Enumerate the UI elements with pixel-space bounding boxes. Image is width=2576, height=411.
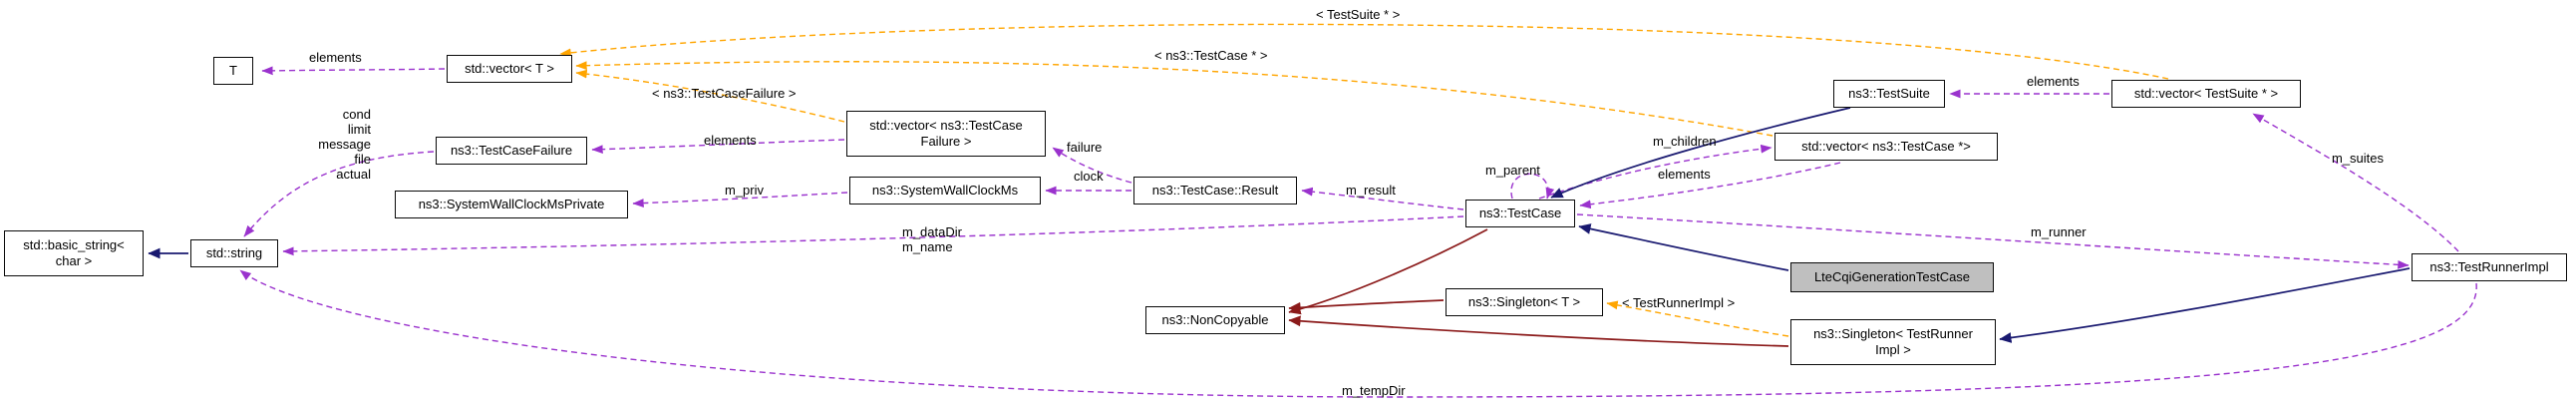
edge-elements-vector-t <box>261 66 446 76</box>
node-label: std::vector< ns3::TestCase <box>869 118 1023 134</box>
node-label: Failure > <box>920 134 972 149</box>
edge-template-testcase-ptr <box>575 61 1773 137</box>
node-label: ns3::TestSuite <box>1848 86 1930 102</box>
edge-label-m-suites: m_suites <box>2332 151 2385 166</box>
node-label: std::vector< T > <box>465 61 554 77</box>
edge-priv-inherit-singleton-t-noncopyable <box>1288 299 1445 313</box>
node-label: char > <box>55 253 93 268</box>
node-ns3-noncopyable[interactable]: ns3::NonCopyable <box>1145 306 1285 334</box>
edge-label-message: message <box>318 137 371 152</box>
edge-template-testsuite-ptr <box>559 23 2169 80</box>
edge-label-m-tempdir: m_tempDir <box>1342 383 1406 398</box>
edge-label-m-datadir: m_dataDir <box>902 224 962 239</box>
node-ns3-testcase-result[interactable]: ns3::TestCase::Result <box>1133 177 1297 205</box>
node-label: ns3::TestCase::Result <box>1151 183 1279 199</box>
edge-inherit-ltecqi-testcase <box>1578 223 1789 271</box>
edge-inherit-testrunnerimpl-singleton <box>1999 267 2411 343</box>
node-std-basic-string-char: std::basic_string< char > <box>4 230 144 276</box>
edge-label-elements-vector-t: elements <box>309 50 362 65</box>
node-ns3-testrunnerimpl[interactable]: ns3::TestRunnerImpl <box>2412 253 2567 281</box>
node-ns3-testsuite[interactable]: ns3::TestSuite <box>1833 80 1945 108</box>
node-label: std::basic_string< <box>23 237 125 253</box>
edge-label-elements-testcasefailure: elements <box>704 133 757 148</box>
edge-m-runner <box>1576 213 2410 269</box>
edge-label-file: file <box>354 152 371 167</box>
node-label: std::vector< TestSuite * > <box>2133 86 2279 102</box>
node-label: ns3::Singleton< T > <box>1467 294 1581 310</box>
edge-label-clock: clock <box>1074 169 1104 184</box>
edge-template-testrunnerimpl <box>1606 300 1789 337</box>
edge-label-m-children: m_children <box>1653 134 1717 149</box>
node-ns3-systemwallclockms[interactable]: ns3::SystemWallClockMs <box>849 177 1041 205</box>
edge-m-result <box>1301 187 1464 210</box>
node-ns3-singleton-testrunnerimpl[interactable]: ns3::Singleton< TestRunner Impl > <box>1790 319 1996 365</box>
node-label: ns3::Singleton< TestRunner <box>1813 326 1973 342</box>
edge-label-template-testcase-ptr: < ns3::TestCase * > <box>1154 48 1268 63</box>
edge-elements-testcasefailure <box>591 139 845 155</box>
node-std-vector-testsuite-ptr: std::vector< TestSuite * > <box>2111 80 2301 108</box>
node-ns3-testcasefailure[interactable]: ns3::TestCaseFailure <box>436 137 587 165</box>
edge-m-parent <box>1510 173 1555 200</box>
edge-priv-inherit-singleton-tri-noncopyable <box>1288 315 1789 347</box>
edge-m-children <box>1538 144 1772 200</box>
node-label: T <box>229 63 237 79</box>
edge-m-datadir-m-name <box>282 215 1464 256</box>
node-label: ns3::NonCopyable <box>1161 312 1269 328</box>
node-label: ns3::TestCaseFailure <box>450 143 573 159</box>
node-std-string: std::string <box>190 239 278 267</box>
node-t: T <box>213 57 253 85</box>
edge-label-m-name: m_name <box>902 239 953 254</box>
edge-label-failure: failure <box>1067 140 1103 155</box>
edge-m-priv <box>632 192 848 207</box>
edge-failure <box>1052 147 1132 184</box>
edge-label-m-result: m_result <box>1346 183 1396 198</box>
edge-label-elements-testcase: elements <box>1658 167 1711 182</box>
node-ns3-systemwallclockmsprivate[interactable]: ns3::SystemWallClockMsPrivate <box>395 191 628 218</box>
edge-m-tempdir <box>239 269 2477 398</box>
node-label: ns3::TestRunnerImpl <box>2429 259 2549 275</box>
edge-label-elements-testsuite: elements <box>2027 74 2080 89</box>
node-std-vector-ns3-testcase-ptr: std::vector< ns3::TestCase *> <box>1774 133 1998 161</box>
node-label: LteCqiGenerationTestCase <box>1813 269 1971 285</box>
edge-label-template-testsuite-ptr: < TestSuite * > <box>1316 7 1401 22</box>
edge-label-m-priv: m_priv <box>725 183 765 198</box>
node-label: std::vector< ns3::TestCase *> <box>1801 139 1971 155</box>
edge-label-testcasefailure-fields: cond limit message file actual <box>299 107 371 182</box>
edge-label-actual: actual <box>336 167 371 182</box>
node-ns3-testcase[interactable]: ns3::TestCase <box>1465 200 1575 227</box>
edge-label-testcase-string-fields: m_dataDir m_name <box>902 224 962 254</box>
edge-testcasefailure-string <box>243 151 435 237</box>
node-label: ns3::SystemWallClockMsPrivate <box>418 197 605 212</box>
edge-template-testcasefailure <box>575 69 845 123</box>
node-label: Impl > <box>1875 342 1911 357</box>
edge-label-cond: cond <box>342 107 371 122</box>
node-std-vector-ns3-testcasefailure: std::vector< ns3::TestCase Failure > <box>846 111 1046 157</box>
node-ns3-singleton-t[interactable]: ns3::Singleton< T > <box>1446 288 1603 316</box>
edge-label-template-testcasefailure: < ns3::TestCaseFailure > <box>652 86 797 101</box>
edge-elements-testcase <box>1579 162 1841 209</box>
edge-inherit-testsuite-testcase <box>1550 107 1851 199</box>
edge-label-m-runner: m_runner <box>2031 224 2087 239</box>
node-label: ns3::SystemWallClockMs <box>871 183 1019 199</box>
edge-priv-inherit-testcase-noncopyable <box>1288 228 1488 315</box>
node-ltecqigenerationtestcase: LteCqiGenerationTestCase <box>1790 262 1994 292</box>
edge-label-limit: limit <box>347 122 371 137</box>
node-label: ns3::TestCase <box>1478 206 1562 221</box>
edge-label-template-testrunnerimpl: < TestRunnerImpl > <box>1622 295 1736 310</box>
node-std-vector-t: std::vector< T > <box>447 55 572 83</box>
edge-m-suites <box>2252 113 2459 252</box>
edge-label-m-parent: m_parent <box>1485 163 1540 178</box>
node-label: std::string <box>205 245 263 261</box>
